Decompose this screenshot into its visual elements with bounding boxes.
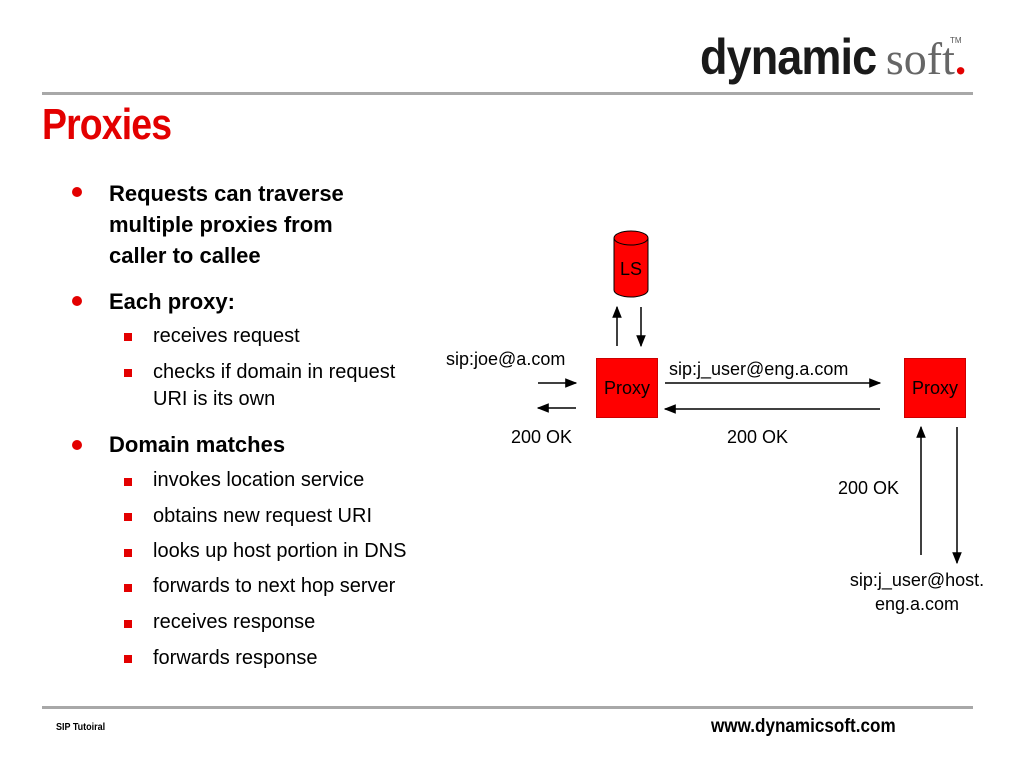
bullet-3: Domain matches [109, 432, 286, 457]
footer-url: www.dynamicsoft.com [711, 716, 896, 737]
sub-bullet: obtains new request URI [153, 505, 373, 527]
location-service-database [613, 230, 649, 298]
proxy-2-label: Proxy [911, 377, 958, 398]
proxy-box-1: Proxy [596, 358, 658, 418]
sub-bullet: invokes location service [153, 469, 365, 491]
sub-bullet: forwards to next hop server [153, 575, 396, 597]
slide-title: Proxies [42, 100, 172, 149]
sub-bullet: looks up host portion in DNS [153, 540, 407, 562]
logo-bold-text: dynamic [700, 29, 877, 85]
sub-bullet-square [124, 369, 132, 377]
sip-j-user-label: sip:j_user@eng.a.com [669, 359, 849, 379]
logo-dot: . [954, 33, 967, 84]
proxy-1-label: Proxy [603, 377, 650, 398]
sub-bullet: forwards response [153, 647, 318, 669]
sub-bullet-square [124, 513, 132, 521]
bullet-dot [72, 440, 82, 450]
sip-host-label: sip:j_user@host. eng.a.com [849, 570, 985, 614]
bullet-2: Each proxy: [109, 289, 235, 314]
proxy-box-2: Proxy [904, 358, 966, 418]
header-rule [42, 92, 973, 95]
sub-bullet-square [124, 620, 132, 628]
sub-bullet-square [124, 655, 132, 663]
bullet-dot [72, 187, 82, 197]
sub-bullet-square [124, 549, 132, 557]
ok-left-label: 200 OK [511, 427, 573, 447]
sub-bullet-square [124, 333, 132, 341]
bullet-1: Requests can traverse multiple proxies f… [109, 181, 344, 268]
ok-middle-label: 200 OK [727, 427, 789, 447]
bullet-dot [72, 296, 82, 306]
ls-label: LS [619, 259, 643, 279]
logo-light-text: soft [885, 33, 955, 84]
sub-bullet-square [124, 478, 132, 486]
footer-rule [42, 706, 973, 709]
sub-bullet: checks if domain in request URI is its o… [153, 361, 396, 410]
footer-title: SIP Tutoiral [56, 722, 106, 733]
ok-right-label: 200 OK [838, 478, 900, 498]
sip-joe-label: sip:joe@a.com [446, 349, 566, 369]
sub-bullet: receives response [153, 611, 316, 633]
sub-bullet: receives request [153, 325, 300, 347]
logo-trademark: TM [950, 36, 962, 45]
sub-bullet-square [124, 584, 132, 592]
